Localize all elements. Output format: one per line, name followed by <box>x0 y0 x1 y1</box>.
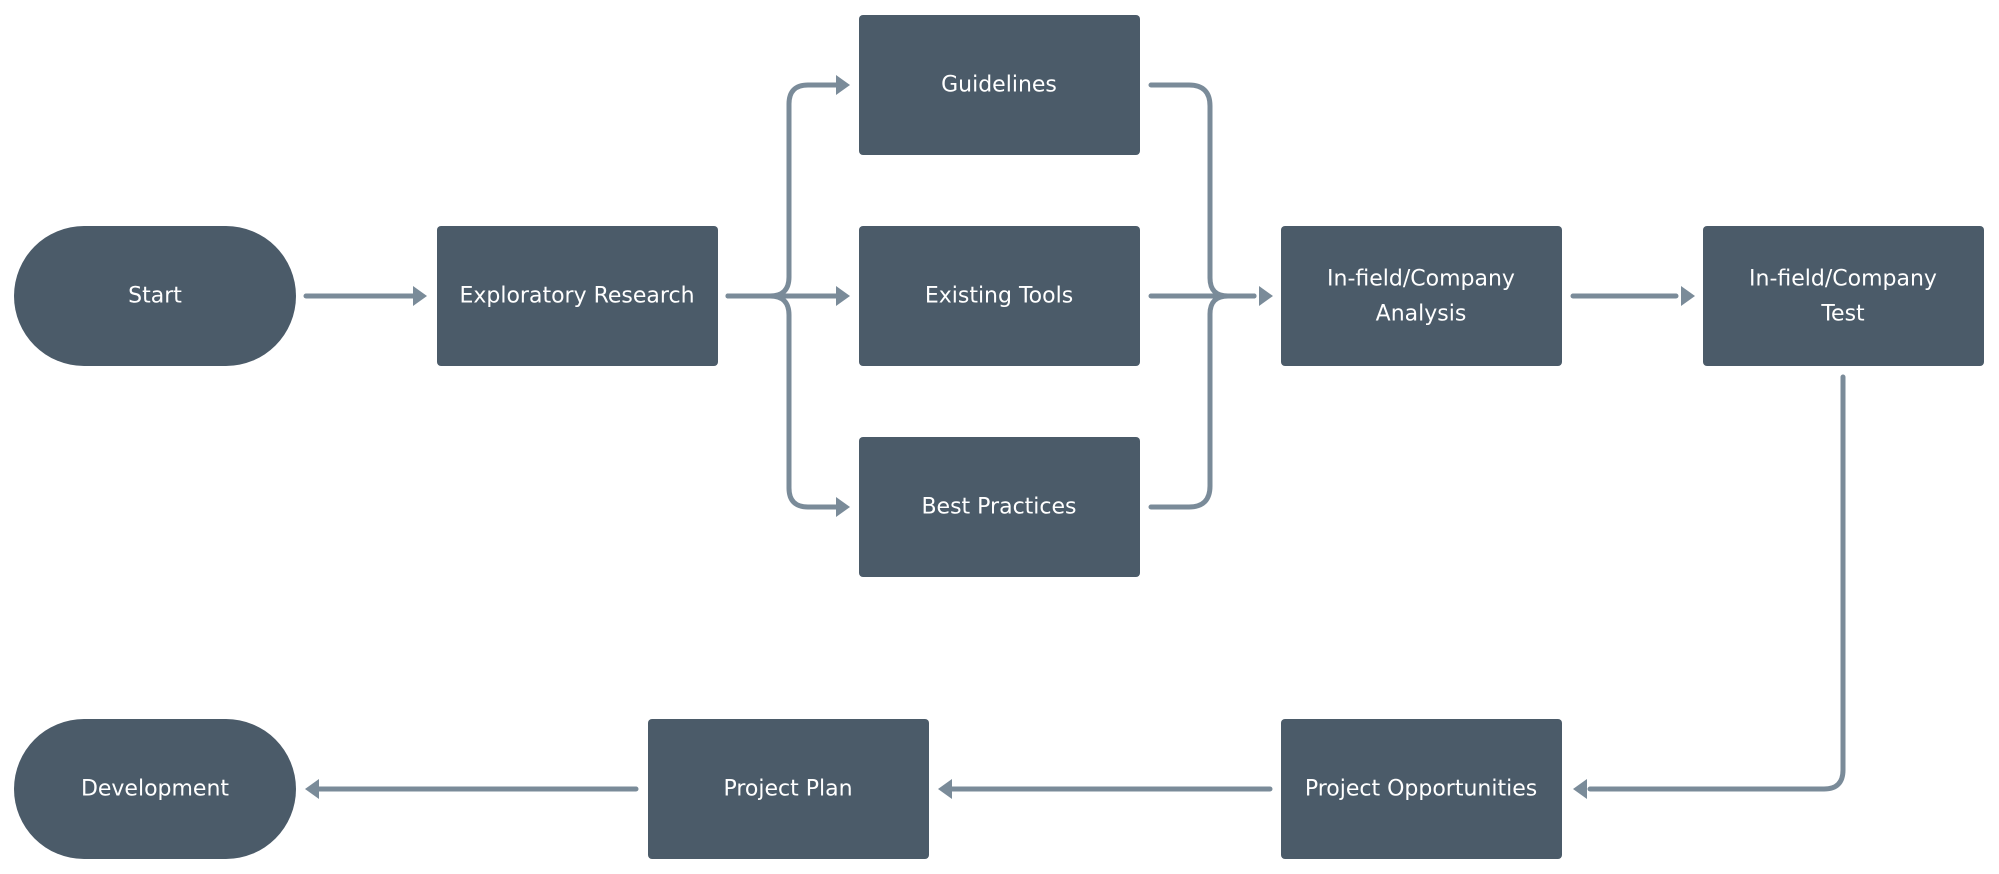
arrowhead-guidelines <box>836 75 850 95</box>
connectors <box>303 82 1846 792</box>
node-existing-tools-label: Existing Tools <box>925 284 1073 309</box>
node-infield-test-label-line2: Test <box>1820 302 1865 327</box>
node-infield-analysis-label-line1: In-field/Company <box>1327 267 1515 292</box>
node-development-label: Development <box>81 777 229 802</box>
arrowhead-plan <box>938 779 952 799</box>
node-project-plan-label: Project Plan <box>723 777 852 802</box>
arrowhead-opportunities <box>1573 779 1587 799</box>
edge-exploratory-to-guidelines <box>725 82 841 299</box>
node-start-label: Start <box>128 284 182 309</box>
node-exploratory-research-label: Exploratory Research <box>459 284 694 309</box>
edge-exploratory-to-best-practices <box>725 293 841 510</box>
node-infield-test[interactable]: In-field/Company Test <box>1703 226 1984 366</box>
edge-best-practices-to-analysis <box>1148 293 1257 510</box>
arrowhead-development <box>305 779 319 799</box>
node-project-opportunities-label: Project Opportunities <box>1305 777 1537 802</box>
edge-guidelines-to-analysis <box>1148 82 1257 299</box>
arrowheads <box>305 75 1695 799</box>
arrowhead-exploratory <box>413 286 427 306</box>
node-exploratory-research[interactable]: Exploratory Research <box>437 226 718 366</box>
node-existing-tools[interactable]: Existing Tools <box>859 226 1140 366</box>
node-best-practices[interactable]: Best Practices <box>859 437 1140 577</box>
node-guidelines[interactable]: Guidelines <box>859 15 1140 155</box>
arrowhead-existing-tools <box>836 286 850 306</box>
node-development[interactable]: Development <box>14 719 296 859</box>
arrowhead-analysis <box>1259 286 1273 306</box>
node-start[interactable]: Start <box>14 226 296 366</box>
node-infield-test-label-line1: In-field/Company <box>1749 267 1937 292</box>
edge-test-to-opportunities <box>1587 374 1846 792</box>
arrowhead-test <box>1681 286 1695 306</box>
arrowhead-best-practices <box>836 497 850 517</box>
node-guidelines-label: Guidelines <box>941 73 1057 98</box>
node-project-opportunities[interactable]: Project Opportunities <box>1281 719 1562 859</box>
node-infield-analysis-label-line2: Analysis <box>1376 302 1467 327</box>
node-best-practices-label: Best Practices <box>921 495 1076 520</box>
node-project-plan[interactable]: Project Plan <box>648 719 929 859</box>
node-infield-analysis[interactable]: In-field/Company Analysis <box>1281 226 1562 366</box>
